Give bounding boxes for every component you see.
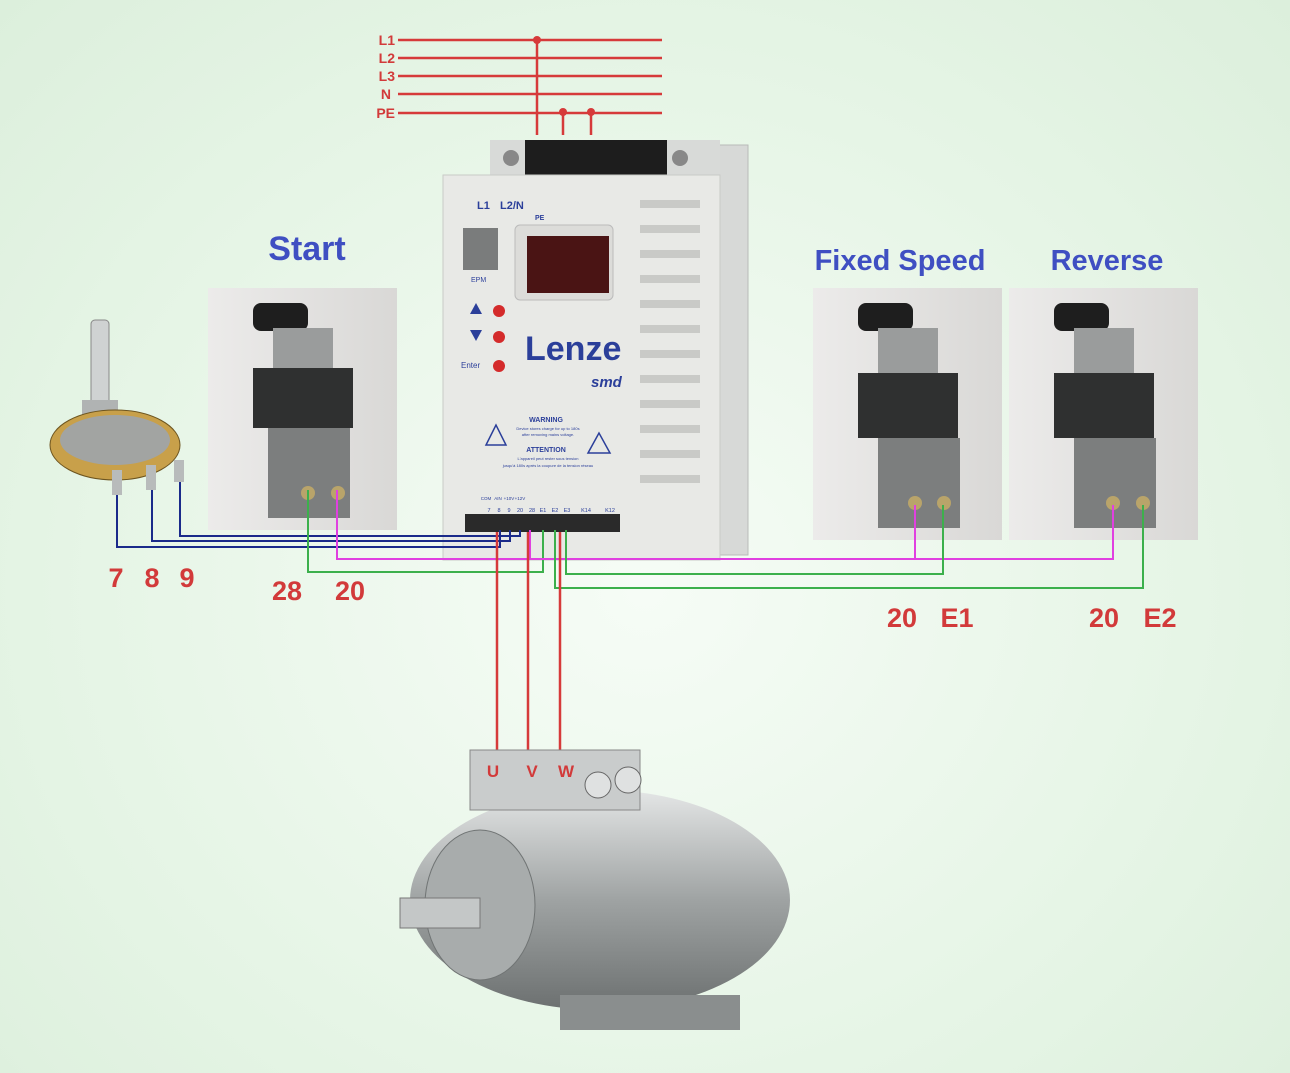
pot-label-9: 9 [179, 563, 194, 593]
up-arrow-icon [470, 303, 482, 314]
reverse-label-e2: E2 [1143, 603, 1176, 633]
terminal-label: K12 [605, 508, 615, 514]
reverse-switch[interactable] [1009, 288, 1198, 540]
control-terminal-block [465, 514, 620, 532]
down-arrow-icon [470, 330, 482, 341]
warning-text-1: Device stores charge for up to 180s [516, 426, 579, 431]
start-label-20: 20 [335, 576, 365, 606]
line-label-pe: PE [376, 105, 395, 121]
terminal-l2n-label: L2/N [500, 200, 524, 212]
display [527, 236, 609, 293]
terminal-top-label: +10V [504, 496, 515, 501]
warning-title: WARNING [529, 417, 563, 424]
power-terminal-block [525, 140, 667, 178]
start-title: Start [268, 230, 345, 268]
motor-label-v: V [526, 762, 538, 781]
terminal-label: 20 [517, 508, 523, 514]
attention-title: ATTENTION [526, 447, 566, 454]
motor [399, 749, 790, 1030]
junction-dot [533, 36, 541, 44]
epm-slot [463, 228, 498, 270]
terminal-label: E1 [540, 508, 547, 514]
warning-text-2: after removing mains voltage. [522, 432, 574, 437]
terminal-l1-label: L1 [477, 200, 490, 212]
terminal-label: 7 [487, 508, 490, 514]
terminal-label: 8 [497, 508, 500, 514]
high-voltage-warning-icon [484, 423, 508, 446]
terminal-label: E3 [564, 508, 571, 514]
attention-text-1: L'appareil peut rester sous tension [517, 456, 578, 461]
line-label-l2: L2 [379, 50, 396, 66]
motor-wires [495, 532, 562, 752]
terminal-top-label: COM [481, 496, 492, 501]
epm-label: EPM [471, 277, 486, 284]
fixed-speed-title: Fixed Speed [815, 245, 986, 277]
model-label: smd [591, 374, 623, 391]
attention-text-2: jusqu'à 180s après la coupure de la tens… [502, 463, 593, 468]
fixed-label-e1: E1 [940, 603, 973, 633]
supply-lines [398, 38, 662, 135]
reverse-label-20: 20 [1089, 603, 1119, 633]
junction-dot [587, 108, 595, 116]
caution-icon [586, 431, 612, 454]
start-switch[interactable] [208, 288, 397, 530]
motor-label-u: U [487, 762, 499, 781]
terminal-pe-label: PE [535, 215, 545, 222]
terminal-label: E2 [552, 508, 559, 514]
pot-label-7: 7 [108, 563, 123, 593]
brand-logo: Lenze [525, 330, 621, 368]
down-button[interactable] [493, 331, 505, 343]
line-label-l1: L1 [379, 32, 396, 48]
enter-label: Enter [461, 361, 480, 370]
start-label-28: 28 [272, 576, 302, 606]
motor-label-w: W [558, 762, 575, 781]
terminal-top-label: AIN [494, 496, 502, 501]
control-wires [116, 482, 1144, 589]
fixed-speed-switch[interactable] [813, 288, 1002, 540]
inverter: L1 L2/N PE EPM Enter Lenze smd WARNING D… [442, 140, 749, 561]
fixed-label-20: 20 [887, 603, 917, 633]
reverse-title: Reverse [1051, 245, 1164, 277]
line-label-n: N [381, 86, 391, 102]
terminal-label: K14 [581, 508, 591, 514]
terminal-top-label: +12V [515, 496, 526, 501]
potentiometer[interactable] [49, 319, 184, 495]
pot-label-8: 8 [144, 563, 159, 593]
terminal-label: 9 [507, 508, 510, 514]
enter-button[interactable] [493, 360, 505, 372]
line-label-l3: L3 [379, 68, 396, 84]
junction-dot [559, 108, 567, 116]
terminal-label: 28 [529, 508, 535, 514]
up-button[interactable] [493, 305, 505, 317]
